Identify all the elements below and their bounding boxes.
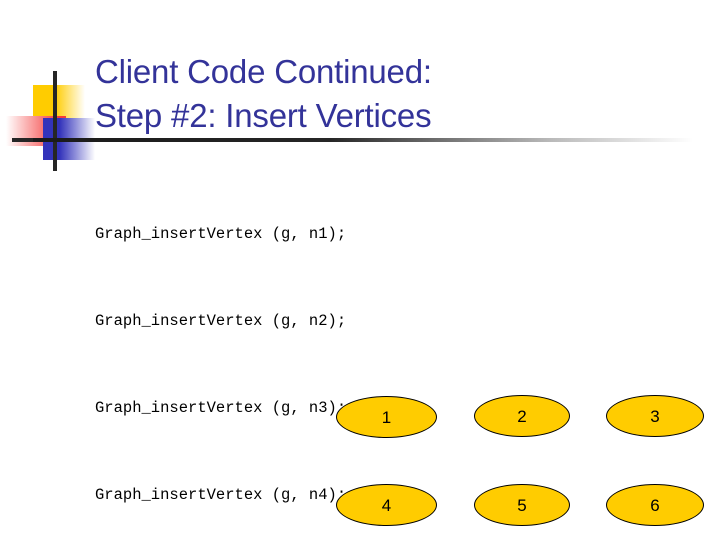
graph-vertex-label: 3 xyxy=(650,406,660,426)
slide-title: Client Code Continued: Step #2: Insert V… xyxy=(95,50,695,138)
graph-vertex-label: 4 xyxy=(381,495,392,515)
graph-vertex-6: 6 xyxy=(606,484,704,526)
graph-vertex-label: 1 xyxy=(381,407,392,427)
title-divider-rule xyxy=(33,138,693,142)
code-line: Graph_insertVertex (g, n1); xyxy=(95,225,347,243)
graph-vertex-4: 4 xyxy=(336,484,437,526)
code-line: Graph_insertVertex (g, n4); xyxy=(95,486,347,504)
graph-vertex-2: 2 xyxy=(474,395,570,437)
code-block: Graph_insertVertex (g, n1); Graph_insert… xyxy=(95,162,346,540)
graph-vertex-label: 6 xyxy=(650,495,660,515)
graph-vertex-1: 1 xyxy=(336,396,437,438)
graph-vertex-label: 5 xyxy=(517,495,527,515)
code-line: Graph_insertVertex (g, n2); xyxy=(95,312,347,330)
slide-title-line-1: Client Code Continued: xyxy=(95,53,432,91)
graph-vertex-5: 5 xyxy=(474,484,570,526)
slide-title-line-2: Step #2: Insert Vertices xyxy=(95,97,432,135)
graph-vertex-3: 3 xyxy=(606,395,704,437)
graph-vertex-label: 2 xyxy=(517,406,527,426)
